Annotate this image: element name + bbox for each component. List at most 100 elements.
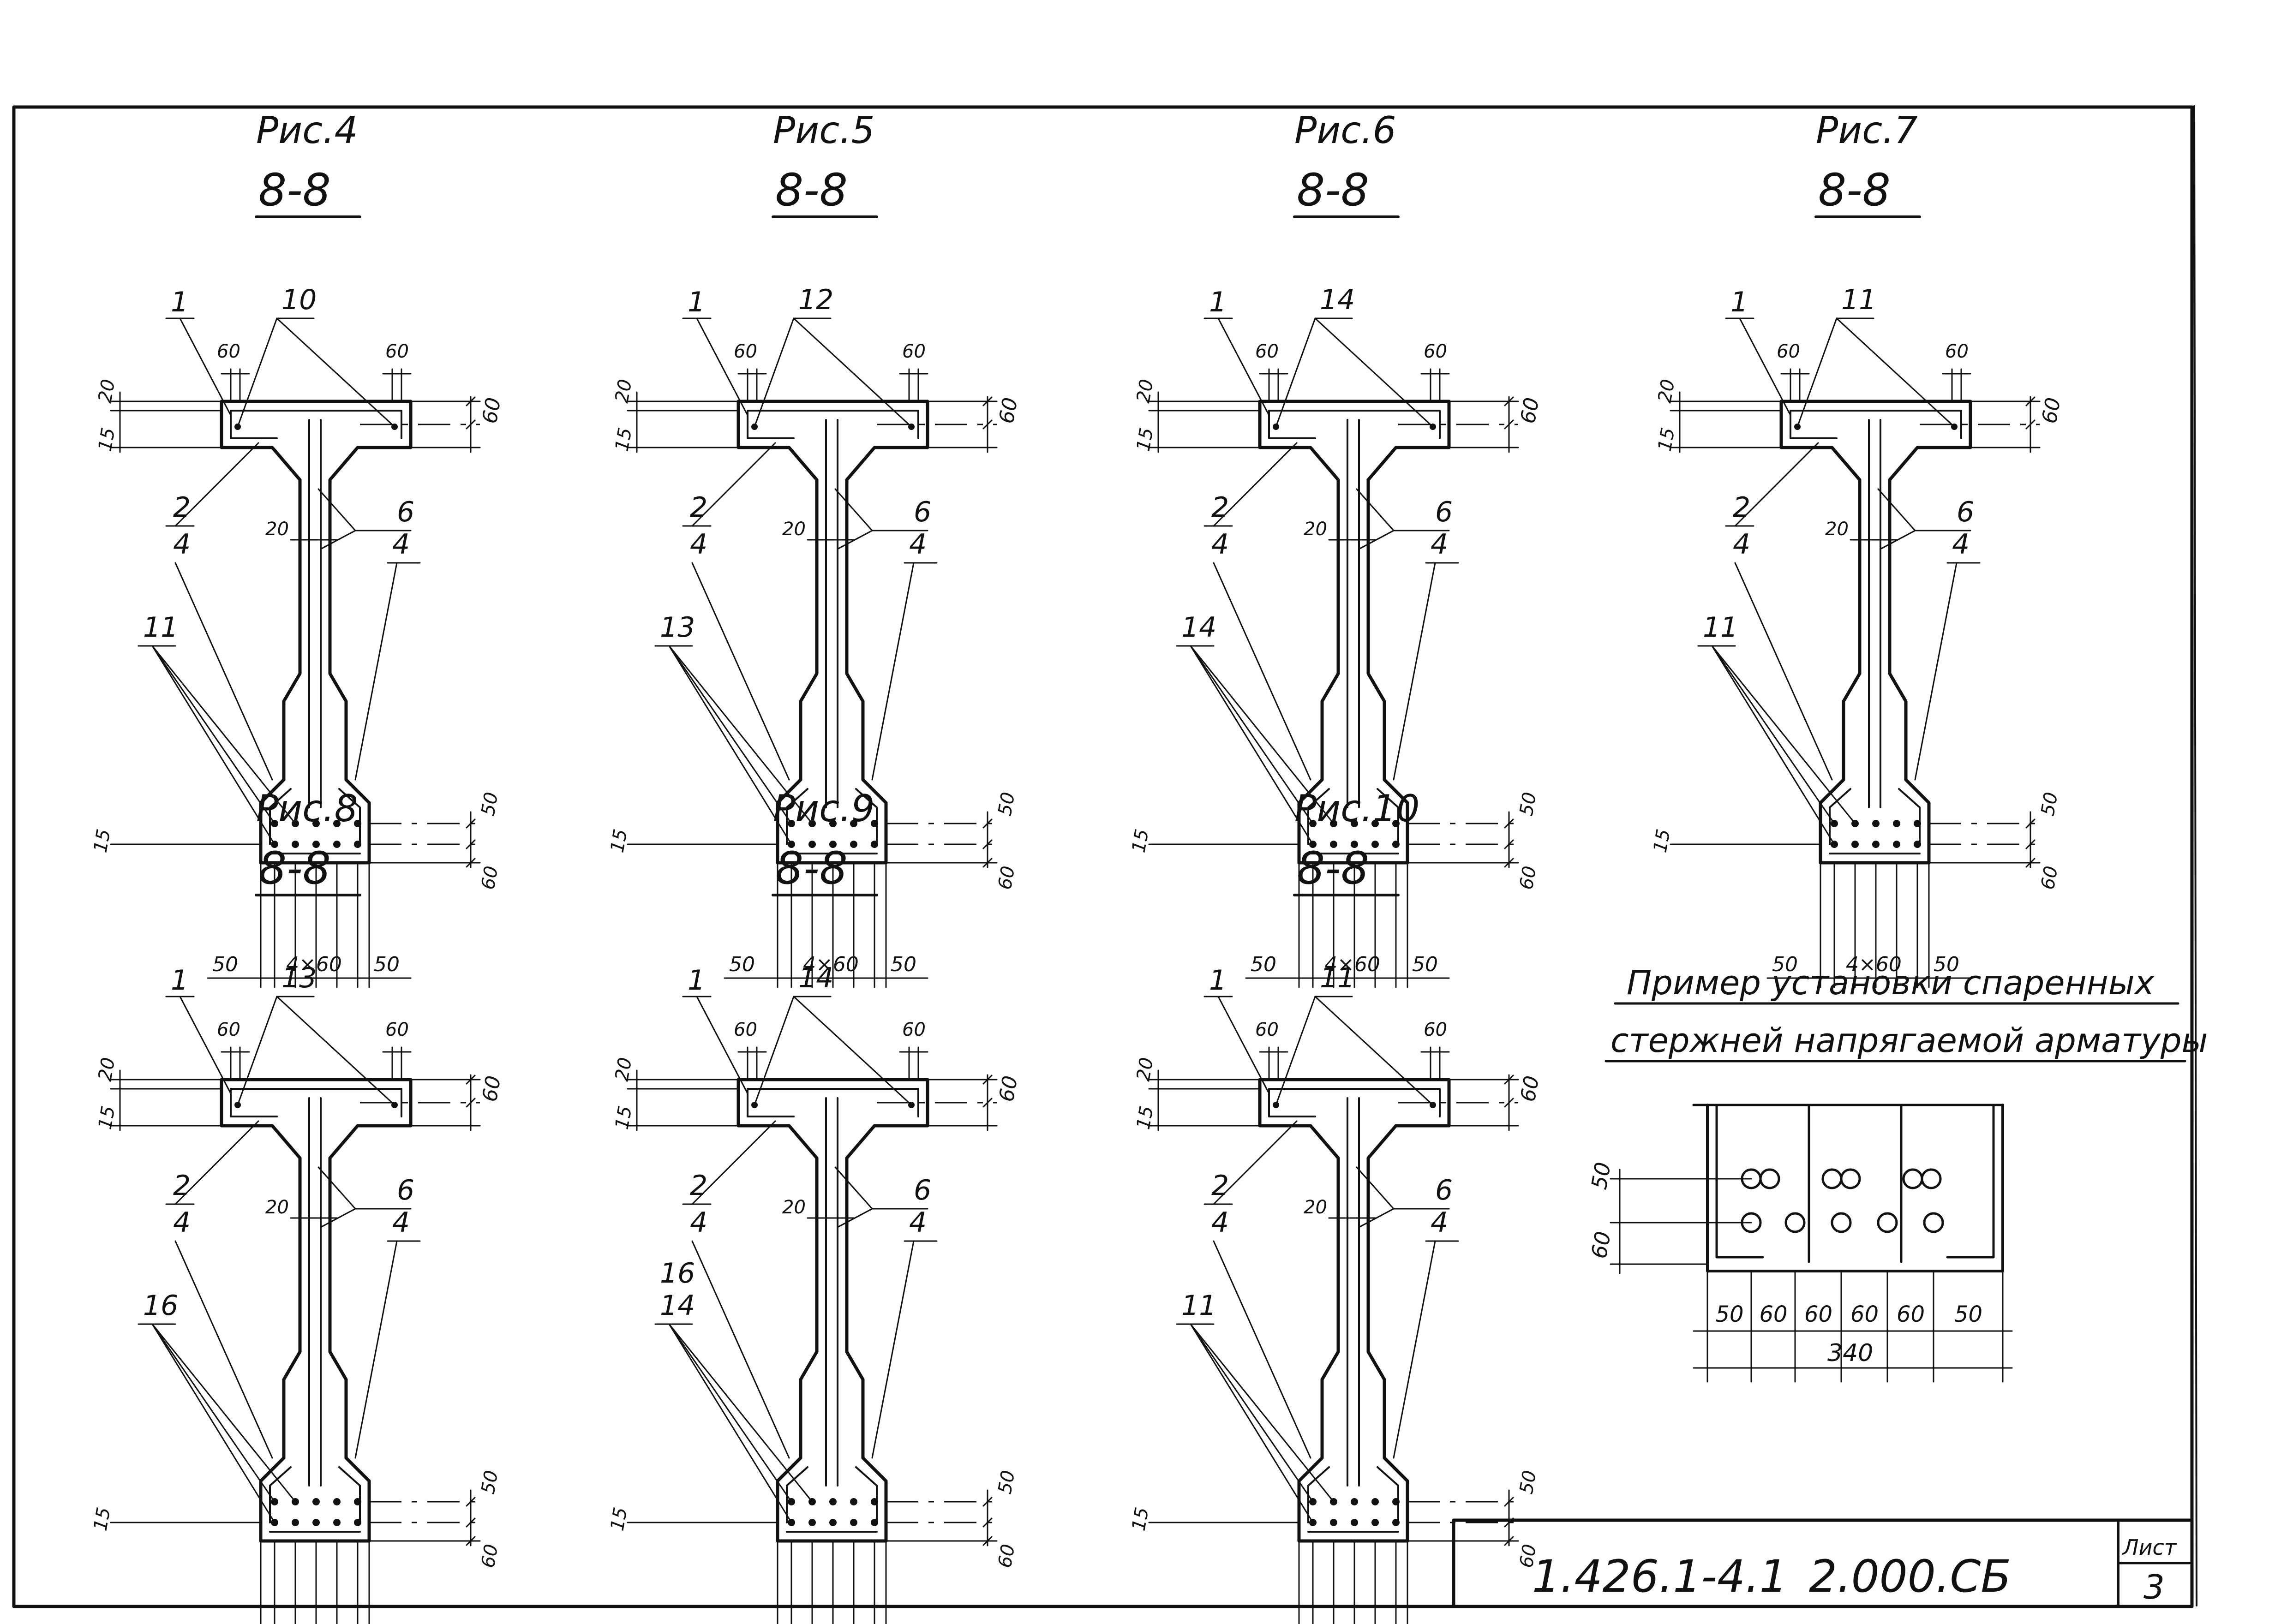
dim-web: 20 — [782, 519, 806, 540]
prestressed-bar — [354, 1498, 361, 1505]
dim-web: 20 — [782, 1197, 806, 1218]
dim-right-top-60: 60 — [1945, 341, 1969, 362]
leader-1 — [696, 317, 748, 416]
prestressed-bar — [292, 841, 299, 848]
mark-1: 1 — [1730, 286, 1748, 318]
dim-base-left: 50 — [729, 953, 755, 976]
leader-top-a — [754, 317, 795, 428]
example-stirrup-right — [1946, 1104, 1995, 1259]
mark-4-right: 4 — [392, 528, 410, 561]
mark-6: 6 — [914, 496, 931, 528]
dim-bottom-cover: 60 — [2037, 865, 2062, 891]
section-outline — [1779, 400, 1972, 865]
prestressed-bar — [1914, 841, 1921, 848]
example-total: 340 — [1827, 1339, 1873, 1367]
prestressed-bar — [1371, 820, 1379, 827]
dim-flange-bottom: 15 — [1654, 426, 1679, 453]
mark-top: 14 — [1320, 284, 1355, 316]
dim-bottom-left: 15 — [607, 1506, 632, 1533]
dim-tick — [2025, 839, 2036, 849]
mark-2: 2 — [690, 1170, 707, 1202]
prestressed-bar — [1351, 820, 1358, 827]
prestressed-bar — [1392, 1498, 1400, 1505]
paired-bar-upper — [1821, 1168, 1843, 1189]
section-label: 8-8 — [258, 842, 331, 894]
leader-bottom-b — [151, 645, 275, 845]
dim-left-top-60: 60 — [734, 341, 757, 362]
figure-8: Рис.88-8602015606020113246416506015504×6… — [90, 787, 506, 1624]
leader-1 — [1217, 317, 1270, 416]
mark-4-right: 4 — [392, 1206, 410, 1239]
dim-right-top-60: 60 — [902, 341, 926, 362]
dim-flange-bottom: 15 — [611, 426, 636, 453]
example-bottom-dim: 50 — [1716, 1302, 1744, 1327]
leader-2 — [1213, 442, 1298, 527]
dim-web: 20 — [1825, 519, 1849, 540]
example-bottom-dim: 60 — [1804, 1302, 1832, 1327]
prestressed-bar — [1371, 1498, 1379, 1505]
dim-bottom-cover: 60 — [1516, 1543, 1541, 1570]
leader-top-b — [276, 317, 395, 428]
mark-bottom: 11 — [1703, 611, 1738, 644]
prestressed-bar — [333, 1498, 341, 1505]
dim-bottom-row: 50 — [994, 1469, 1019, 1496]
dim-tick — [1504, 419, 1514, 430]
leader-top-a — [237, 996, 278, 1106]
mark-6: 6 — [914, 1174, 931, 1206]
leader-6a — [1356, 1166, 1395, 1210]
mark-top: 12 — [798, 284, 833, 316]
leader-6b — [1880, 530, 1916, 550]
leader-4-left — [691, 562, 790, 781]
prestressed-bar — [829, 1519, 837, 1526]
leader-6a — [834, 488, 873, 531]
dim-flange-cover: 20 — [95, 378, 120, 405]
frame-right-shadow — [2193, 105, 2197, 1606]
prestressed-bar — [354, 841, 361, 848]
leader-bottom-b — [1711, 645, 1835, 845]
leader-bottom-c — [151, 1323, 296, 1503]
mark-4-left: 4 — [1211, 528, 1229, 561]
figure-caption: Рис.8 — [256, 787, 358, 830]
prestressed-bar — [1872, 841, 1880, 848]
mark-2: 2 — [173, 1170, 191, 1202]
example-title-line2: стержней напрягаемой арматуры — [1610, 1021, 2208, 1060]
paired-bar-lower — [1784, 1212, 1806, 1233]
prestressed-bar — [1330, 1519, 1337, 1526]
dim-tick — [1504, 1075, 1514, 1085]
dim-flange-bottom: 15 — [95, 1105, 120, 1131]
leader-4-right — [871, 1240, 915, 1459]
prestressed-bar — [829, 820, 837, 827]
dim-base-center: 4×60 — [803, 953, 859, 976]
mark-bottom: 16 — [143, 1290, 178, 1322]
dim-base-center: 4×60 — [1846, 953, 1902, 976]
mark-1: 1 — [1209, 964, 1227, 997]
example-dim-60: 60 — [1587, 1230, 1616, 1260]
section-label: 8-8 — [1297, 164, 1369, 216]
leader-1 — [179, 996, 232, 1094]
dim-bottom-left: 15 — [1128, 828, 1153, 854]
prestressed-bar — [1392, 1519, 1400, 1526]
leader-4-right — [354, 562, 398, 781]
section-label: 8-8 — [1297, 842, 1369, 894]
dim-tick — [1504, 839, 1514, 849]
prestressed-bar — [808, 841, 816, 848]
dim-base-left: 50 — [1772, 953, 1798, 976]
leader-bottom-b — [668, 1323, 792, 1523]
dim-tick — [2025, 818, 2036, 829]
prestressed-bar — [871, 841, 878, 848]
dim-top-height: 60 — [1516, 396, 1544, 425]
dim-tick — [1504, 396, 1514, 406]
dim-bottom-cover: 60 — [1516, 865, 1541, 891]
dim-top-height: 60 — [1516, 1074, 1544, 1104]
prestressed-bar — [312, 1519, 320, 1526]
leader-top-b — [793, 317, 912, 428]
paired-bar-upper — [1759, 1168, 1780, 1189]
document-designation: 1.426.1-4.1 — [1532, 1551, 1788, 1602]
prestressed-bar — [333, 841, 341, 848]
figure-caption: Рис.5 — [773, 109, 875, 152]
